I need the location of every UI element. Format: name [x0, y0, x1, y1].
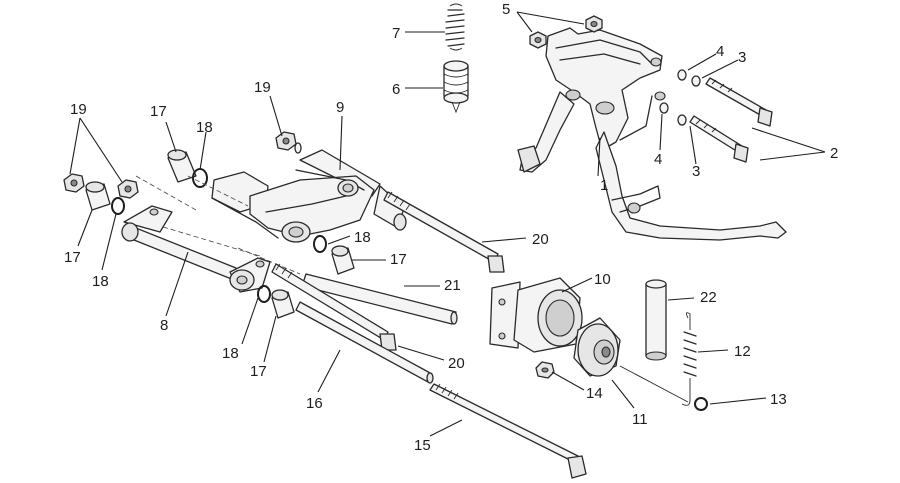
callout-3-lower: 3	[692, 163, 700, 180]
silentblock-part-11	[573, 317, 621, 377]
callout-4-upper: 4	[716, 43, 724, 60]
swing-arm-part-9	[211, 149, 407, 243]
callout-19-left: 19	[70, 101, 87, 118]
callout-17-top: 17	[150, 103, 167, 120]
callout-5: 5	[502, 1, 510, 18]
callout-11: 11	[632, 411, 648, 428]
callout-18-bottom: 18	[222, 345, 239, 362]
callout-13: 13	[770, 391, 787, 408]
clip-part-13	[694, 397, 708, 411]
oring-part-18-lower	[257, 285, 271, 303]
mount-housing-part-10	[489, 277, 583, 353]
oring-part-18-left	[111, 197, 125, 215]
shaft-part-16	[295, 301, 434, 384]
callout-16: 16	[306, 395, 323, 412]
callout-14: 14	[586, 385, 603, 402]
bushing-part-17-upper	[167, 149, 197, 183]
engine-mount-part-8	[121, 205, 271, 293]
callout-18-top: 18	[196, 119, 213, 136]
spring-part-7	[445, 3, 465, 51]
washer-part-4-lower	[659, 102, 687, 126]
callout-17-bottom: 17	[250, 363, 267, 380]
bushing-part-17-lower	[271, 289, 295, 319]
bolt-part-3-upper	[705, 77, 773, 127]
callout-17-middle: 17	[390, 251, 407, 268]
nut-part-5-left	[529, 31, 547, 49]
callout-20-lower: 20	[448, 355, 465, 372]
callout-18-middle: 18	[354, 229, 371, 246]
callout-12: 12	[734, 343, 751, 360]
callout-22: 22	[700, 289, 717, 306]
callout-7: 7	[392, 25, 400, 42]
spring-part-6	[443, 60, 469, 114]
callout-6: 6	[392, 81, 400, 98]
callout-2: 2	[830, 145, 838, 162]
callout-15: 15	[414, 437, 431, 454]
nut-part-19-upper	[275, 131, 302, 154]
screw-part-14	[535, 361, 555, 379]
callout-4-lower: 4	[654, 151, 662, 168]
bolt-part-3-lower	[689, 115, 749, 163]
callout-20-upper: 20	[532, 231, 549, 248]
oring-part-18-middle	[313, 235, 327, 253]
leader-lines	[69, 11, 826, 437]
spring-part-12	[681, 312, 697, 406]
callout-8: 8	[160, 317, 168, 334]
center-stand-part-1	[517, 27, 787, 241]
washer-part-4-upper	[677, 69, 701, 87]
bolt-part-15	[429, 383, 587, 479]
callout-21: 21	[444, 277, 461, 294]
bolt-part-20-lower	[271, 263, 397, 351]
bushing-part-17-middle	[331, 245, 355, 275]
callout-19-top: 19	[254, 79, 271, 96]
callout-1: 1	[600, 177, 608, 194]
callout-9: 9	[336, 99, 344, 116]
callout-10: 10	[594, 271, 611, 288]
callout-18-left: 18	[92, 273, 109, 290]
nut-part-19-right	[117, 179, 139, 199]
bolt-part-20-upper	[383, 191, 505, 273]
shaft-part-21	[301, 273, 458, 325]
callout-3-upper: 3	[738, 49, 746, 66]
nut-part-5-right	[585, 15, 603, 33]
callout-17-left: 17	[64, 249, 81, 266]
sleeve-part-22	[645, 279, 667, 361]
nut-part-19-left	[63, 173, 85, 193]
bushing-part-17-left	[85, 181, 111, 211]
